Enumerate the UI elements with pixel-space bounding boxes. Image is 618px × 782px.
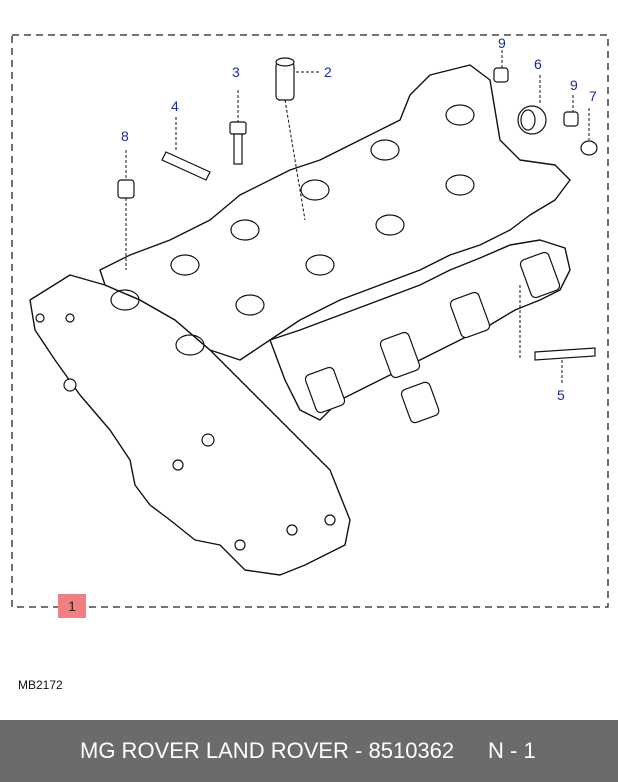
callout-2: 2: [324, 64, 332, 80]
part-5-stud: [534, 347, 596, 361]
callout-4: 4: [171, 98, 179, 114]
callout-9-top: 9: [498, 35, 506, 51]
mounting-holes: [35, 313, 336, 551]
footer-code: N - 1: [488, 738, 536, 763]
part-2-dowel-sleeve: [275, 57, 295, 101]
cylinder-head-diagram: [11, 34, 609, 608]
callout-9-right: 9: [570, 77, 578, 93]
callout-5: 5: [557, 387, 565, 403]
part-3-bolt: [229, 121, 247, 165]
intake-ports: [304, 251, 561, 424]
callout-1-highlight: 1: [58, 594, 86, 618]
assembly-boundary: [11, 34, 609, 608]
footer-bar: MG ROVER LAND ROVER - 8510362 N - 1: [0, 720, 618, 782]
camshaft-journals: [110, 104, 475, 356]
callout-7: 7: [589, 88, 597, 104]
part-7-plug: [580, 140, 598, 156]
part-6-seal: [517, 105, 547, 135]
callout-3: 3: [232, 64, 240, 80]
callout-6: 6: [534, 56, 542, 72]
cylinder-head-outline: [29, 64, 571, 576]
part-4-stud: [161, 151, 211, 181]
leader-lines: [125, 50, 590, 385]
part-9-plugs: [493, 67, 579, 127]
drawing-code: MB2172: [18, 678, 63, 692]
footer-title: MG ROVER LAND ROVER - 8510362: [80, 738, 455, 763]
part-8-plug: [117, 179, 135, 199]
callout-8: 8: [121, 128, 129, 144]
